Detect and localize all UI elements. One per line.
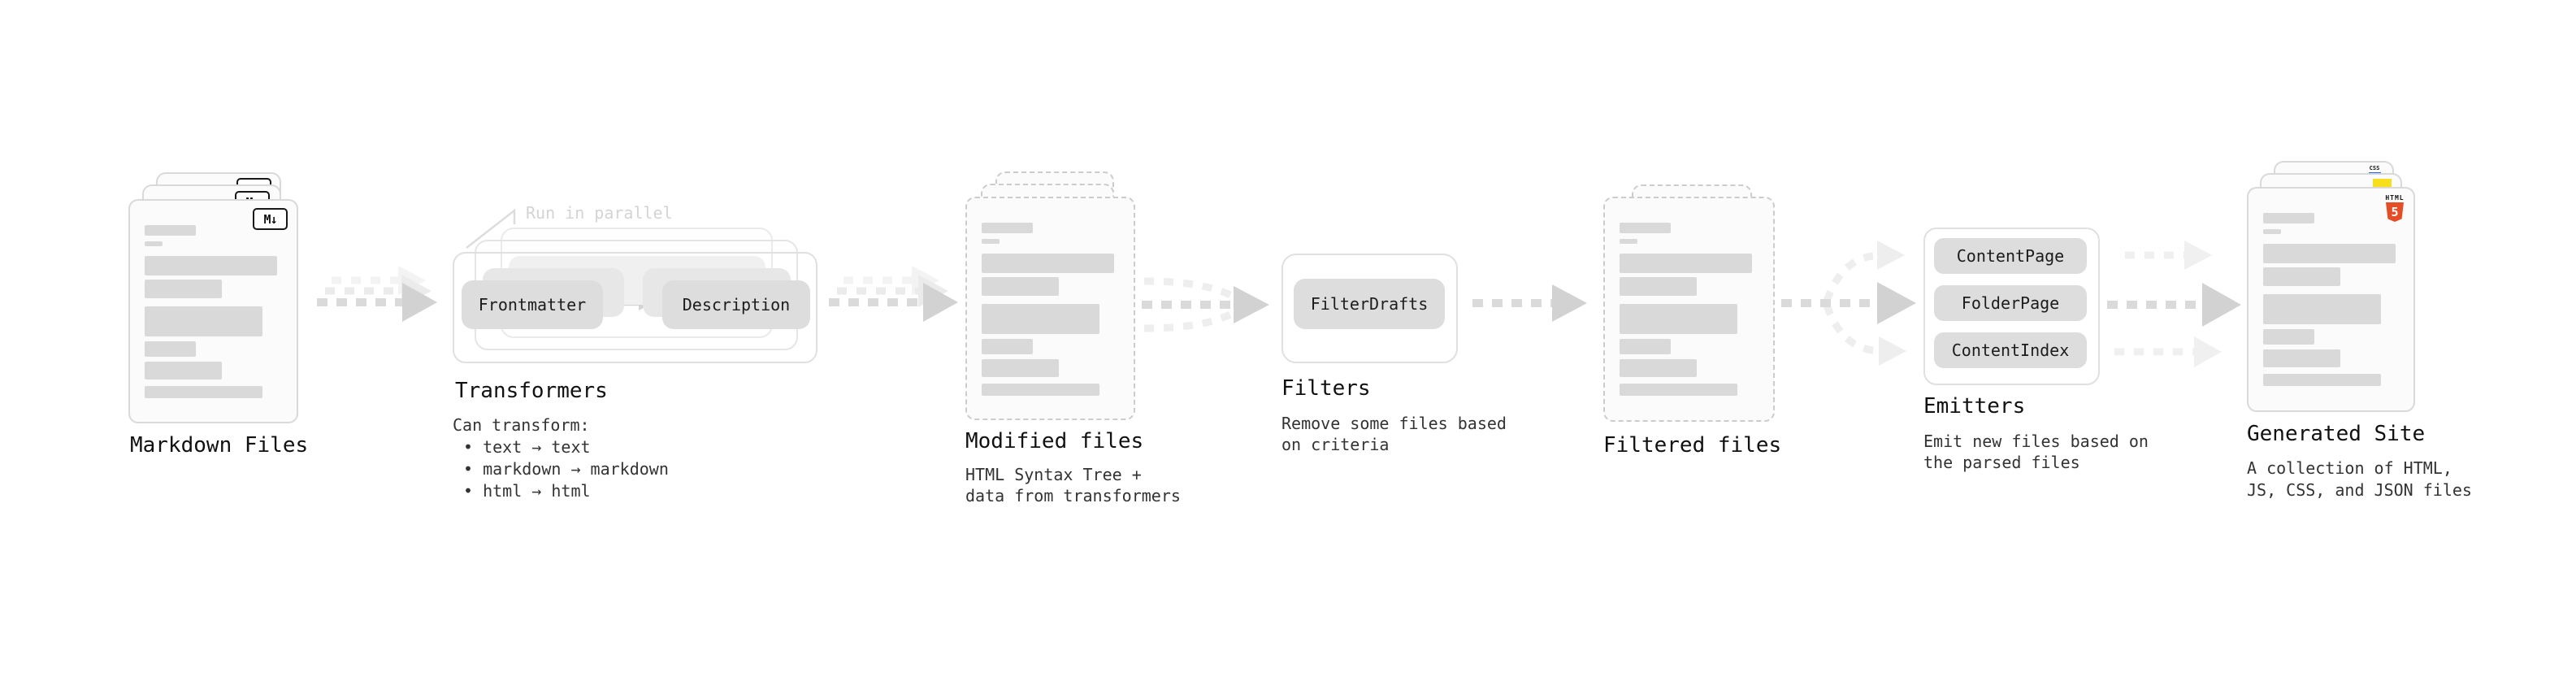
doc-placeholder-bar xyxy=(1620,384,1737,396)
filters-desc-line: on criteria xyxy=(1281,435,1390,454)
doc-placeholder-bar xyxy=(1620,254,1752,273)
doc-placeholder-bar xyxy=(2263,213,2314,223)
filterdrafts-chip: FilterDrafts xyxy=(1294,279,1445,329)
emitters-desc-line: the parsed files xyxy=(1923,453,2080,472)
transformers-desc-line: • html → html xyxy=(463,481,591,501)
doc-placeholder-bar xyxy=(1620,359,1697,377)
contentpage-chip: ContentPage xyxy=(1934,238,2087,274)
doc-placeholder-bar xyxy=(982,254,1114,273)
doc-placeholder-bar xyxy=(982,239,1000,244)
filters-desc-line: Remove some files based xyxy=(1281,414,1507,433)
modified-file-card-front xyxy=(965,197,1135,420)
filtered-files-label: Filtered files xyxy=(1603,433,1782,458)
doc-placeholder-bar xyxy=(145,241,163,246)
arrow-filters-to-filtered xyxy=(1472,284,1587,322)
doc-placeholder-bar xyxy=(982,277,1059,296)
doc-placeholder-bar xyxy=(2263,229,2281,234)
doc-placeholder-bar xyxy=(145,362,222,380)
doc-placeholder-bar xyxy=(145,256,277,275)
transformers-description: Can transform: • text → text • markdown … xyxy=(453,414,669,502)
emitters-label: Emitters xyxy=(1923,394,2026,419)
transformers-label: Transformers xyxy=(455,379,608,403)
generated-site-description: A collection of HTML, JS, CSS, and JSON … xyxy=(2247,458,2472,501)
doc-placeholder-bar xyxy=(145,225,196,236)
arrow-markdown-to-transformers xyxy=(317,266,437,322)
doc-placeholder-bar xyxy=(145,280,222,298)
arrow-emitters-to-generated xyxy=(2107,241,2241,367)
generated-site-label: Generated Site xyxy=(2247,422,2426,446)
transformers-desc-line: • text → text xyxy=(463,437,591,457)
doc-placeholder-bar xyxy=(1620,304,1737,334)
doc-placeholder-bar xyxy=(2263,267,2340,286)
markdown-icon: M↓ xyxy=(253,208,288,230)
html5-icon: HTML 5 xyxy=(2384,194,2405,222)
doc-placeholder-bar xyxy=(2263,374,2381,386)
arrow-transformers-to-modified xyxy=(829,266,958,322)
javascript-icon xyxy=(2373,179,2392,188)
generated-site-card-html: HTML 5 xyxy=(2247,187,2415,412)
transformers-desc-line: Can transform: xyxy=(453,415,590,435)
css-icon-word: CSS xyxy=(2369,165,2380,171)
description-chip: Description xyxy=(662,280,810,329)
filtered-file-card-front xyxy=(1603,197,1775,422)
doc-placeholder-bar xyxy=(145,386,262,398)
modified-files-description: HTML Syntax Tree + data from transformer… xyxy=(965,464,1181,506)
arrow-modified-to-filters xyxy=(1142,277,1269,332)
emitters-description: Emit new files based on the parsed files xyxy=(1923,431,2149,473)
doc-placeholder-bar xyxy=(2263,349,2340,367)
markdown-files-label: Markdown Files xyxy=(130,433,309,458)
doc-placeholder-bar xyxy=(982,339,1033,354)
doc-placeholder-bar xyxy=(982,304,1099,334)
emitters-desc-line: Emit new files based on xyxy=(1923,432,2149,451)
doc-placeholder-bar xyxy=(982,359,1059,377)
doc-placeholder-bar xyxy=(2263,244,2396,263)
doc-placeholder-bar xyxy=(1620,339,1671,354)
doc-placeholder-bar xyxy=(145,341,196,357)
folderpage-chip: FolderPage xyxy=(1934,285,2087,321)
doc-placeholder-bar xyxy=(1620,277,1697,296)
html5-icon-word: HTML xyxy=(2385,194,2405,202)
modified-files-desc-line: data from transformers xyxy=(965,486,1181,505)
doc-placeholder-bar xyxy=(1620,239,1637,244)
doc-placeholder-bar xyxy=(2263,329,2314,345)
doc-placeholder-bar xyxy=(982,384,1099,396)
filters-label: Filters xyxy=(1281,376,1371,401)
transformers-desc-line: • markdown → markdown xyxy=(463,459,669,479)
arrow-filtered-to-emitters xyxy=(1781,241,1916,366)
doc-placeholder-bar xyxy=(2263,294,2381,324)
doc-placeholder-bar xyxy=(982,223,1033,233)
filters-description: Remove some files based on criteria xyxy=(1281,413,1507,455)
modified-files-label: Modified files xyxy=(965,429,1144,453)
contentindex-chip: ContentIndex xyxy=(1934,332,2087,368)
generated-site-desc-line: JS, CSS, and JSON files xyxy=(2247,480,2472,500)
markdown-file-card-front: M↓ xyxy=(128,199,298,423)
doc-placeholder-bar xyxy=(145,306,262,336)
frontmatter-chip: Frontmatter xyxy=(462,280,603,329)
doc-placeholder-bar xyxy=(1620,223,1671,233)
modified-files-desc-line: HTML Syntax Tree + xyxy=(965,465,1142,484)
html5-icon-shield: 5 xyxy=(2386,202,2404,222)
generated-site-desc-line: A collection of HTML, xyxy=(2247,458,2452,478)
transformers-frame-front xyxy=(453,252,817,363)
run-in-parallel-callout-line xyxy=(466,208,516,249)
run-in-parallel-note: Run in parallel xyxy=(526,203,673,223)
